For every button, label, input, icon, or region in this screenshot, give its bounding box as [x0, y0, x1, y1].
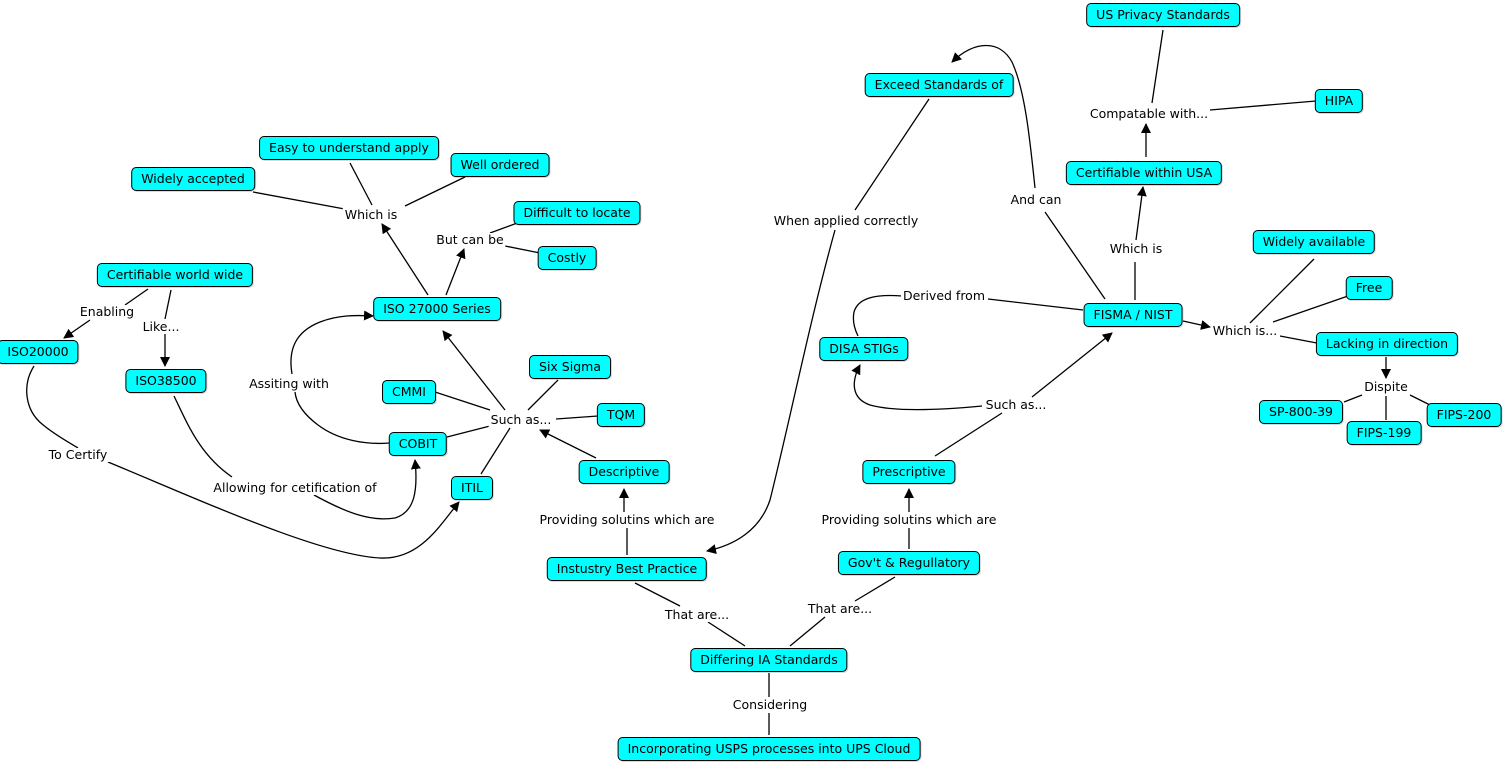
node-easy-to-understand[interactable]: Easy to understand apply — [259, 136, 439, 160]
label-compatable-with: Compatable with... — [1087, 106, 1211, 121]
node-us-privacy-standards[interactable]: US Privacy Standards — [1086, 3, 1240, 27]
edge-derivedfrom-disa — [852, 294, 903, 337]
node-certifiable-world-wide[interactable]: Certifiable world wide — [96, 263, 254, 287]
edge-dispite-fips200 — [1409, 394, 1431, 406]
edge-differing-thatare-left — [707, 621, 746, 647]
node-descriptive[interactable]: Descriptive — [578, 460, 670, 484]
node-industry-best-practice[interactable]: Instustry Best Practice — [546, 557, 708, 581]
edge-tocertify-itil — [107, 461, 460, 559]
edge-suchas-iso27000 — [442, 330, 506, 411]
node-costly[interactable]: Costly — [537, 246, 597, 270]
node-incorporating-usps[interactable]: Incorporating USPS processes into UPS Cl… — [617, 737, 921, 761]
label-considering: Considering — [730, 697, 810, 712]
edge-whichis-widelyaccepted — [252, 191, 351, 211]
edge-iso27000-butcanbe — [445, 248, 466, 296]
edge-fisma-andcan — [1044, 211, 1106, 300]
node-lacking-in-direction[interactable]: Lacking in direction — [1315, 332, 1459, 356]
label-such-as-left: Such as... — [488, 412, 554, 427]
edge-whichis-easy — [349, 162, 373, 206]
label-providing-left: Providing solutins which are — [537, 512, 717, 527]
label-enabling: Enabling — [77, 304, 137, 319]
edge-whichis-certusa — [1135, 186, 1147, 241]
node-disa-stigs[interactable]: DISA STIGs — [819, 337, 909, 361]
node-govt-regulatory[interactable]: Gov't & Regullatory — [837, 551, 981, 575]
label-like: Like... — [140, 319, 182, 334]
node-difficult-to-locate[interactable]: Difficult to locate — [513, 201, 641, 225]
label-which-is-fisma: Which is — [1107, 241, 1165, 256]
edge-suchas-itil — [480, 427, 511, 475]
node-free[interactable]: Free — [1345, 276, 1393, 300]
edge-cobit-assiting — [294, 391, 391, 445]
label-which-is-iso: Which is — [342, 207, 400, 222]
node-fisma-nist[interactable]: FISMA / NIST — [1083, 303, 1183, 327]
edge-certww-like — [164, 289, 172, 320]
label-but-can-be: But can be — [434, 232, 506, 247]
node-iso38500[interactable]: ISO38500 — [125, 369, 207, 393]
edge-whichisdots-lacking — [1279, 335, 1323, 345]
node-itil[interactable]: ITIL — [451, 476, 493, 500]
node-cmmi[interactable]: CMMI — [382, 380, 436, 404]
node-prescriptive[interactable]: Prescriptive — [862, 460, 956, 484]
label-derived-from: Derived from — [900, 288, 988, 303]
edge-suchas-cmmi — [434, 391, 491, 411]
label-allowing-for-certification: Allowing for cetification of — [211, 480, 379, 495]
edge-iso20000-tocertify — [26, 365, 79, 449]
edge-prescriptive-suchas — [934, 412, 1003, 457]
edge-butcanbe-costly — [504, 245, 541, 254]
edge-andcan-exceed — [951, 44, 1036, 189]
edge-compatable-hipa — [1209, 100, 1317, 111]
edge-suchas-tqm — [555, 415, 599, 420]
edge-descriptive-suchas — [539, 429, 597, 459]
edge-enabling-iso20000 — [63, 319, 91, 339]
node-widely-available[interactable]: Widely available — [1252, 230, 1376, 254]
edge-whenapplied-industry — [706, 229, 836, 555]
label-when-applied-correctly: When applied correctly — [771, 213, 921, 228]
edge-suchas-fisma — [1031, 332, 1113, 398]
edge-suchas-cobit — [446, 425, 491, 438]
edge-assiting-iso27000 — [290, 310, 374, 375]
node-exceed-standards[interactable]: Exceed Standards of — [864, 73, 1014, 97]
node-fips-200[interactable]: FIPS-200 — [1426, 403, 1502, 427]
node-iso-27000[interactable]: ISO 27000 Series — [373, 297, 501, 321]
label-that-are-right: That are... — [805, 601, 875, 616]
label-to-certify: To Certify — [46, 447, 110, 462]
node-certifiable-within-usa[interactable]: Certifiable within USA — [1065, 161, 1223, 185]
edge-allowing-cobit — [313, 459, 421, 520]
edge-iso38500-allowing — [173, 395, 233, 478]
edge-fisma-derivedfrom — [987, 298, 1084, 311]
node-hipa[interactable]: HIPA — [1314, 89, 1364, 113]
node-tqm[interactable]: TQM — [596, 403, 646, 427]
label-assiting-with: Assiting with — [247, 376, 331, 391]
node-cobit[interactable]: COBIT — [388, 432, 448, 456]
node-widely-accepted[interactable]: Widely accepted — [131, 167, 255, 191]
node-sp-800-39[interactable]: SP-800-39 — [1259, 400, 1343, 424]
edge-suchas-sixsigma — [527, 379, 559, 411]
node-six-sigma[interactable]: Six Sigma — [529, 355, 611, 379]
edge-suchas-disa — [851, 364, 983, 411]
edge-whichisdots-widelyavailable — [1249, 258, 1315, 324]
edge-thatare-industry — [634, 582, 681, 607]
edge-whichisdots-free — [1272, 295, 1349, 323]
edge-fisma-whichisdots — [1182, 320, 1211, 330]
node-well-ordered[interactable]: Well ordered — [450, 153, 550, 177]
edge-iso27000-whichis — [381, 223, 429, 296]
node-differing-ia-standards[interactable]: Differing IA Standards — [690, 648, 848, 672]
label-that-are-left: That are... — [662, 607, 732, 622]
label-dispite: Dispite — [1362, 379, 1410, 394]
node-iso20000[interactable]: ISO20000 — [0, 340, 79, 364]
label-which-is-dots: Which is... — [1210, 323, 1280, 338]
edge-dispite-sp80039 — [1343, 394, 1363, 403]
edge-whichis-wellordered — [404, 176, 466, 207]
edge-certww-enabling — [124, 288, 149, 306]
edge-exceed-whenapplied — [854, 98, 930, 211]
edge-thatare-govt — [854, 576, 896, 602]
label-and-can: And can — [1008, 192, 1064, 207]
edge-compatable-usprivacy — [1151, 29, 1164, 104]
label-such-as-right: Such as... — [983, 397, 1049, 412]
edge-differing-thatare-right — [789, 616, 826, 647]
label-providing-right: Providing solutins which are — [819, 512, 999, 527]
node-fips-199[interactable]: FIPS-199 — [1346, 421, 1422, 445]
